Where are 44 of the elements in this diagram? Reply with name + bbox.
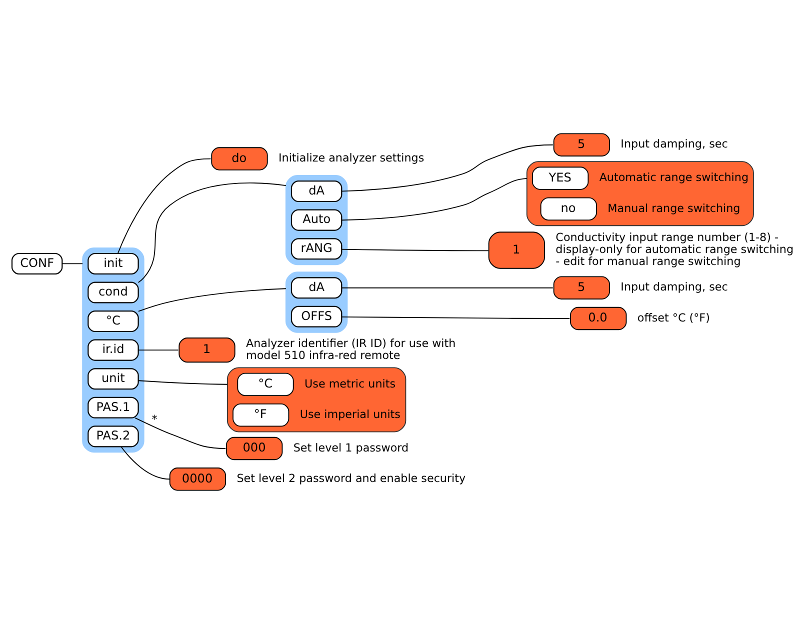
cluster xyxy=(82,246,144,452)
node-box: OFFS xyxy=(290,305,342,327)
node-label: Input damping, sec xyxy=(620,280,728,294)
node-box: ir.id xyxy=(88,338,139,360)
connector xyxy=(117,158,212,254)
connector xyxy=(62,262,84,264)
node-box: unit xyxy=(88,368,139,390)
node-label: Conductivity input range number (1-8) - display-only for automatic range switching - edit for manual range switching xyxy=(556,230,794,268)
connector xyxy=(134,416,226,448)
connector xyxy=(341,144,554,192)
connector xyxy=(341,177,528,220)
node-box: CONF xyxy=(11,252,63,274)
node-box: PAS.1 xyxy=(88,396,139,418)
connector xyxy=(120,446,170,480)
node-box: cond xyxy=(88,281,139,303)
connector xyxy=(138,380,228,384)
connector xyxy=(138,288,286,312)
node-label: Use metric units xyxy=(304,376,396,390)
node-label: offset °C (°F) xyxy=(637,310,710,324)
connector xyxy=(341,248,489,251)
node-box: init xyxy=(88,252,139,274)
connector xyxy=(138,182,286,282)
node-box: PAS.2 xyxy=(88,425,139,447)
cluster xyxy=(526,160,754,226)
node-label: Analyzer identifier (IR ID) for use with model 510 infra-red remote xyxy=(246,336,456,362)
node-box: °C xyxy=(88,310,139,332)
node-label: Initialize analyzer settings xyxy=(278,151,424,164)
node-box: rANG xyxy=(290,238,342,260)
cluster xyxy=(285,174,348,265)
node-box: dA xyxy=(290,276,342,298)
node-box: Auto xyxy=(290,208,342,230)
edge-label: * xyxy=(152,412,158,426)
connector xyxy=(341,286,554,288)
node-label: Use imperial units xyxy=(300,407,400,420)
node-label: Input damping, sec xyxy=(620,137,728,150)
connector xyxy=(341,316,570,318)
connector xyxy=(138,349,179,350)
node-label: Set level 2 password and enable security xyxy=(236,472,466,485)
node-box: dA xyxy=(290,180,342,202)
node-label: Automatic range switching xyxy=(599,170,749,184)
cluster xyxy=(226,366,406,432)
node-label: Set level 1 password xyxy=(293,440,409,454)
node-label: Manual range switching xyxy=(608,201,740,214)
cluster xyxy=(285,271,348,332)
